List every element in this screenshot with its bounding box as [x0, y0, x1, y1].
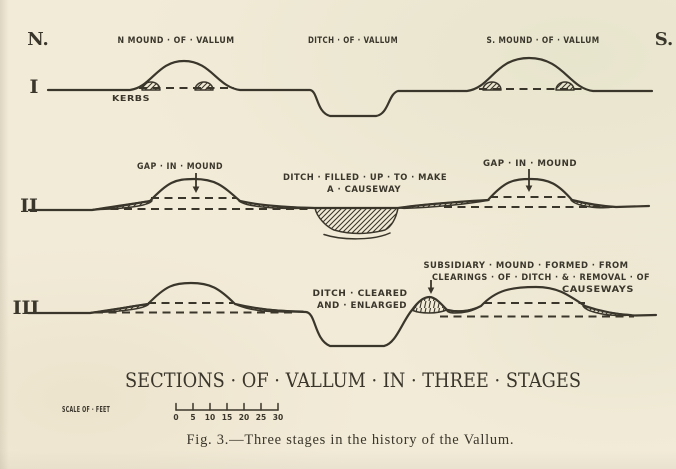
stage3-ground-profile — [26, 281, 658, 348]
scale-tick-number: 5 — [190, 413, 195, 422]
scale-tick-number: 10 — [205, 413, 215, 422]
scale-tick-number: 20 — [239, 413, 249, 422]
stage3-subsidiary-label-line2: CLEARINGS · OF · DITCH · & · REMOVAL · O… — [432, 273, 650, 283]
compass-north-label: N. — [27, 29, 49, 50]
scale-tick-number: 15 — [222, 413, 232, 422]
stage1-kerbs-label: KERBS — [112, 94, 150, 103]
stage-3-section: III DITCH · CLEARED AND · ENLARGED SUBSI… — [13, 261, 658, 348]
stage2-ditch-label-line1: DITCH · FILLED · UP · TO · MAKE — [283, 173, 447, 183]
stage1-numeral: I — [30, 76, 39, 98]
stage2-gap-left-label: GAP · IN · MOUND — [137, 162, 223, 172]
stage2-ground-profile — [27, 177, 651, 212]
stage3-numeral: III — [13, 297, 40, 319]
stage-2-section: II GAP · IN · MOUND GAP · IN · MOUND DIT… — [20, 159, 651, 240]
figure-caption: Fig. 3.—Three stages in the history of t… — [187, 432, 514, 448]
stage1-ditch-label: DITCH · OF · VALLUM — [308, 36, 398, 46]
kerb-hatch — [482, 81, 502, 91]
figure-title: SECTIONS · OF · VALLUM · IN · THREE · ST… — [125, 368, 581, 392]
scale-tick-number: 25 — [256, 413, 266, 422]
kerb-hatch — [555, 81, 575, 91]
scale-label: SCALE OF · FEET — [62, 405, 110, 414]
scale-of-feet: SCALE OF · FEET 0 5 10 15 20 25 30 — [62, 402, 283, 422]
stage2-filled-ditch-causeway — [314, 207, 399, 235]
stage1-north-mound-label: N MOUND · OF · VALLUM — [118, 36, 235, 46]
stage3-subsidiary-label-line1: SUBSIDIARY · MOUND · FORMED · FROM — [424, 261, 629, 271]
gap-arrow-head — [192, 186, 200, 193]
stage2-ditch-label-line2: A · CAUSEWAY — [327, 185, 401, 195]
gap-arrow-head — [525, 185, 533, 192]
stage1-south-mound-label: S. MOUND · OF · VALLUM — [487, 36, 600, 46]
stage3-ditch-label-line2: AND · ENLARGED — [317, 301, 407, 311]
kerb-hatch — [141, 81, 161, 91]
stage2-numeral: II — [20, 195, 38, 217]
scale-tick-number: 0 — [173, 413, 178, 422]
stage2-old-ditch-outline — [323, 232, 391, 240]
figure-footer: SECTIONS · OF · VALLUM · IN · THREE · ST… — [62, 368, 581, 448]
stage2-gap-right-label: GAP · IN · MOUND — [483, 159, 577, 169]
stage3-ditch-label-line1: DITCH · CLEARED — [313, 289, 408, 299]
stage-1-section: N. S. I N MOUND · OF · VALLUM DITCH · OF… — [27, 29, 674, 118]
stage1-ground-profile — [46, 56, 654, 118]
scale-tick-number: 30 — [273, 413, 283, 422]
kerb-hatch — [194, 81, 214, 91]
subsidiary-arrow-head — [427, 287, 435, 294]
compass-south-label: S. — [655, 29, 674, 50]
stage3-subsidiary-label-line3: CAUSEWAYS — [562, 285, 634, 295]
